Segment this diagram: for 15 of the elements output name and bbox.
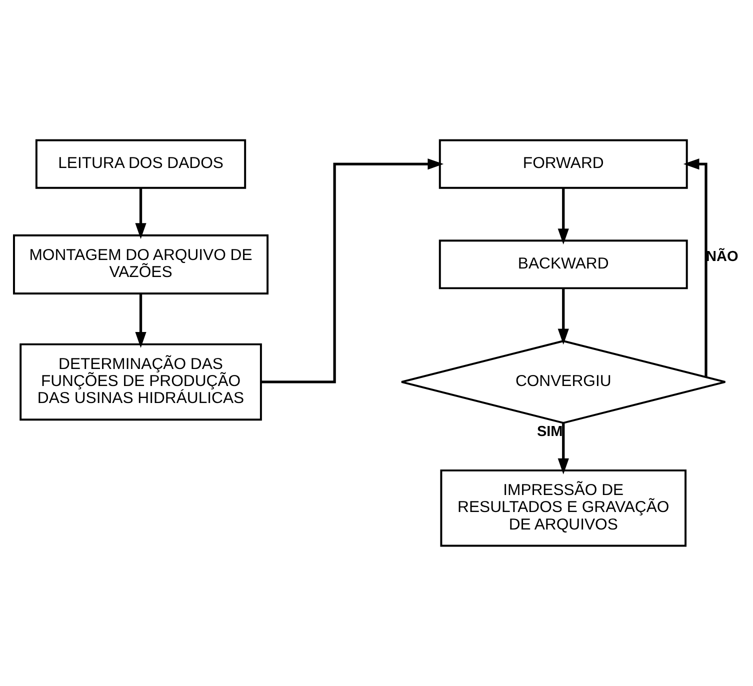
- node-box: BACKWARD: [438, 240, 688, 290]
- node-box: IMPRESSÃO DE RESULTADOS E GRAVAÇÃO DE ARQUIVOS: [440, 469, 687, 547]
- node-diamond: CONVERGIU: [400, 340, 726, 424]
- arrow: [261, 158, 444, 384]
- arrow: [135, 188, 146, 240]
- arrow: [558, 288, 569, 345]
- node-box: DETERMINAÇÃO DAS FUNÇÕES DE PRODUÇÃO DAS USINAS HIDRÁULICAS: [20, 343, 262, 421]
- node-box: MONTAGEM DO ARQUIVO DE VAZÕES: [13, 234, 269, 294]
- node-box: LEITURA DOS DADOS: [35, 139, 246, 189]
- arrow: [135, 293, 146, 348]
- arrow: [683, 158, 708, 377]
- arrow: [558, 188, 569, 244]
- arrow: [558, 422, 569, 474]
- node-box: FORWARD: [438, 139, 688, 189]
- edge-label: SIM: [536, 424, 563, 440]
